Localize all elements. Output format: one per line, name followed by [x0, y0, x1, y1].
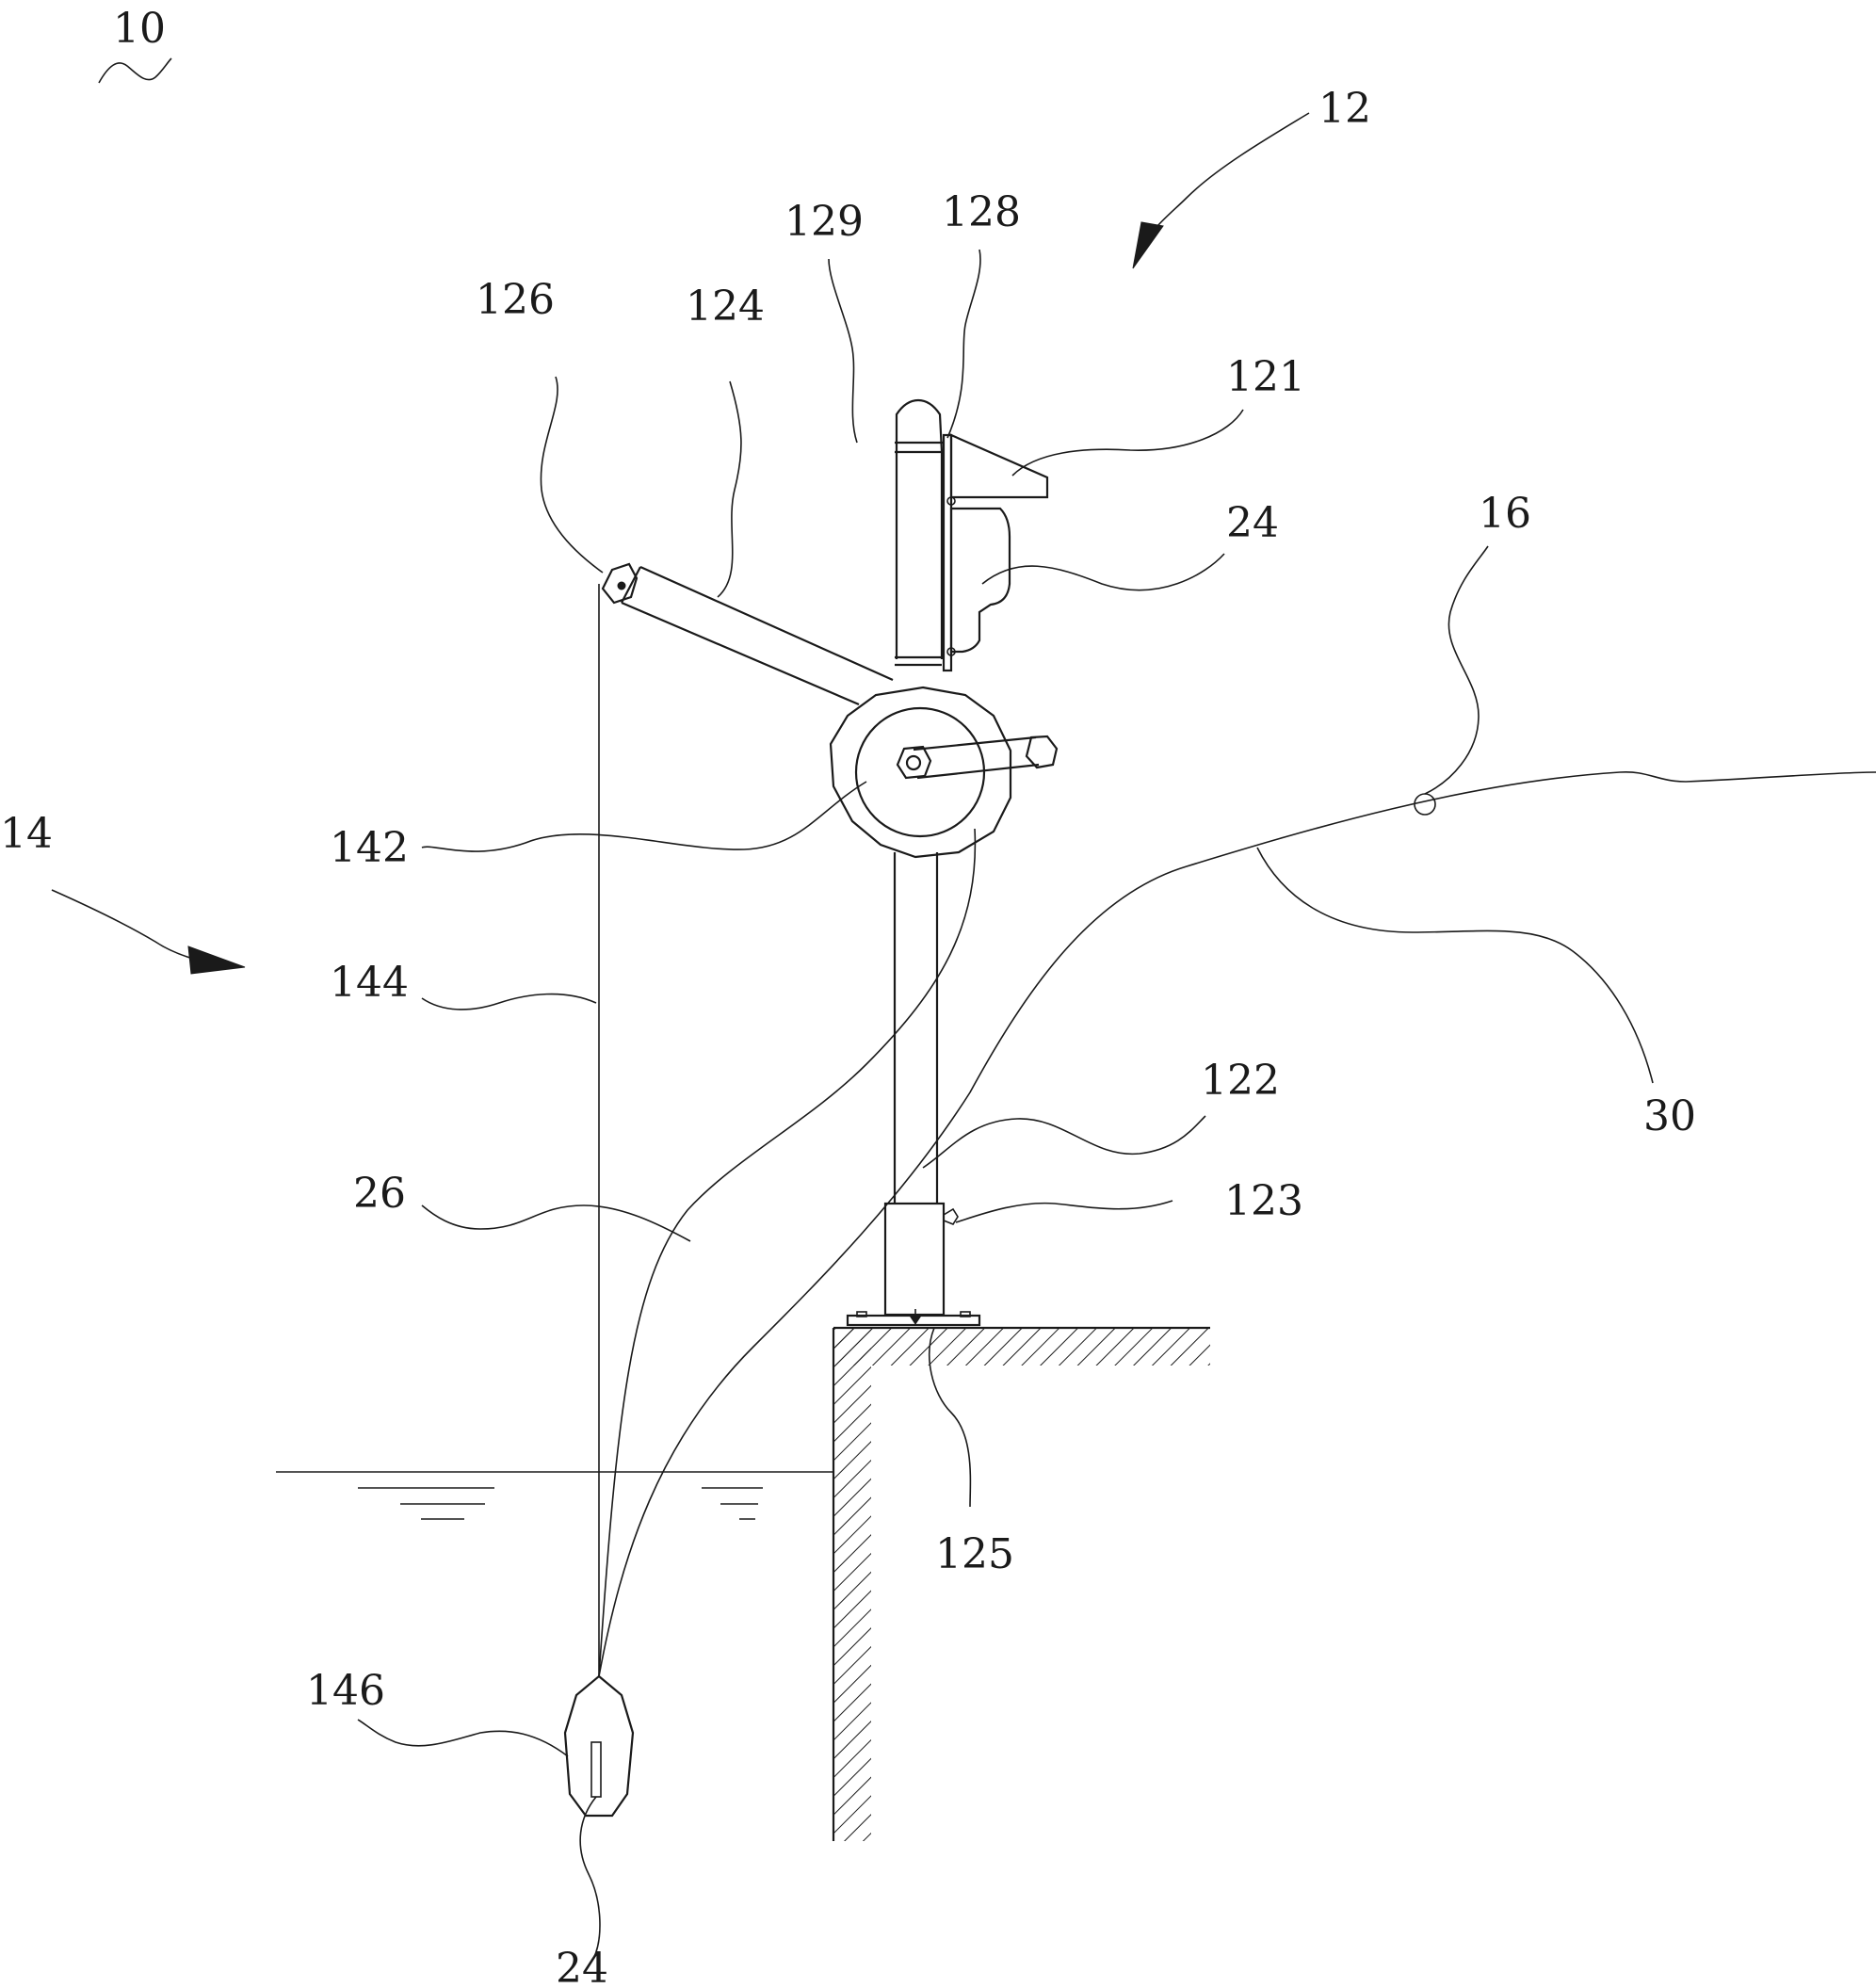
label-24-controller: 24 — [1226, 499, 1279, 547]
label-125: 125 — [935, 1530, 1014, 1578]
label-126: 126 — [476, 276, 555, 324]
label-129: 129 — [784, 198, 864, 246]
label-24-sensor: 24 — [556, 1945, 608, 1988]
label-10: 10 — [113, 5, 166, 53]
arrow-12 — [1132, 112, 1310, 269]
base-plate — [846, 1309, 981, 1327]
label-124: 124 — [686, 283, 765, 331]
crank-handle — [896, 735, 1059, 780]
arm-pulley — [601, 562, 639, 605]
arrow-14 — [51, 889, 246, 975]
figure-number-tilde — [98, 57, 172, 84]
label-144: 144 — [330, 959, 409, 1007]
top-plate — [949, 433, 1049, 499]
signal-cable — [598, 828, 977, 1677]
leader-lines — [357, 249, 1654, 1960]
post-cap — [895, 398, 944, 454]
label-12: 12 — [1318, 85, 1371, 133]
label-14: 14 — [0, 810, 53, 858]
cable-node — [1414, 793, 1436, 816]
label-16: 16 — [1479, 490, 1531, 538]
support-arm — [621, 565, 894, 706]
post-sleeve — [883, 1202, 959, 1317]
label-146: 146 — [306, 1667, 385, 1715]
label-142: 142 — [330, 824, 409, 872]
reference-labels: 10 12 129 128 126 124 121 24 16 14 142 1… — [0, 5, 1696, 1988]
label-30: 30 — [1643, 1092, 1696, 1140]
ground-bank — [832, 1326, 1210, 1841]
label-123: 123 — [1224, 1177, 1303, 1225]
label-26: 26 — [353, 1170, 406, 1218]
water-surface — [276, 1471, 833, 1520]
sensor-float — [563, 1674, 635, 1818]
winch-drum — [829, 686, 1012, 859]
mounting-bracket — [942, 433, 956, 672]
label-128: 128 — [942, 188, 1021, 236]
controller-box — [949, 507, 1011, 654]
label-122: 122 — [1201, 1057, 1280, 1105]
shore-cable — [598, 771, 1876, 1677]
main-post — [893, 452, 944, 1204]
label-121: 121 — [1226, 353, 1305, 401]
